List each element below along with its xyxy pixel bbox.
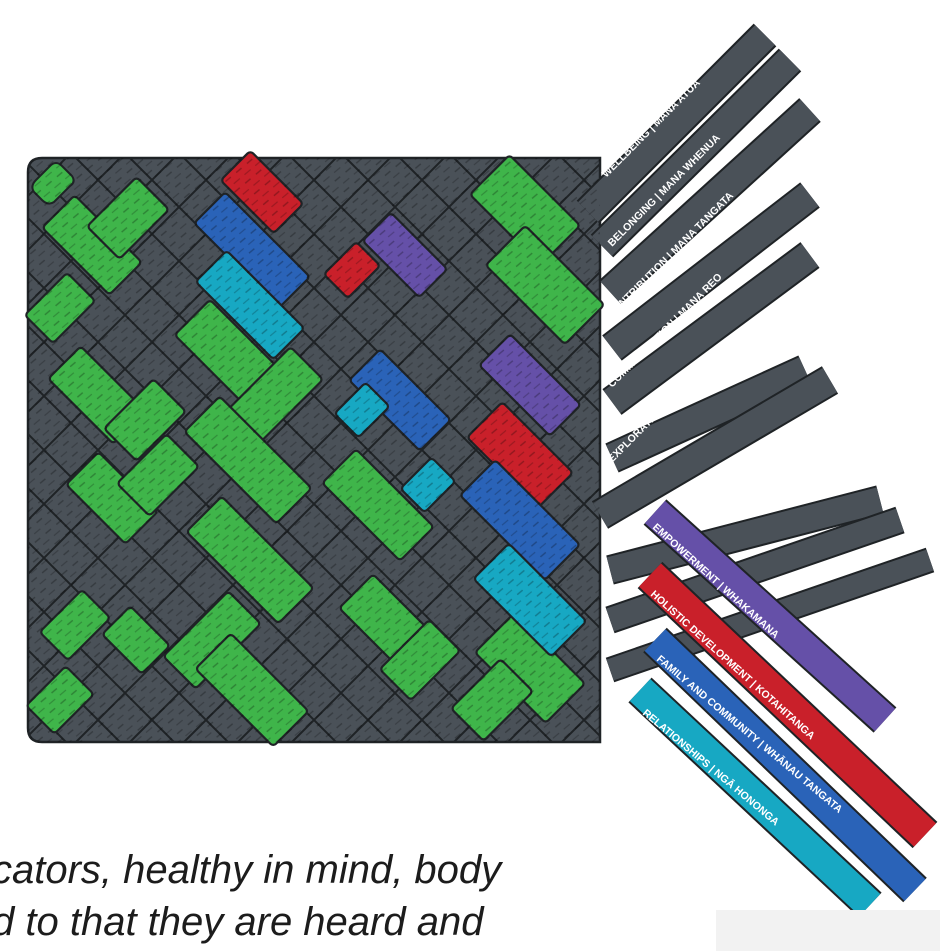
caption-line-1: cators, healthy in mind, body (0, 848, 501, 893)
corner-shade (716, 910, 940, 951)
caption-line-2: d to that they are heard and (0, 900, 483, 945)
